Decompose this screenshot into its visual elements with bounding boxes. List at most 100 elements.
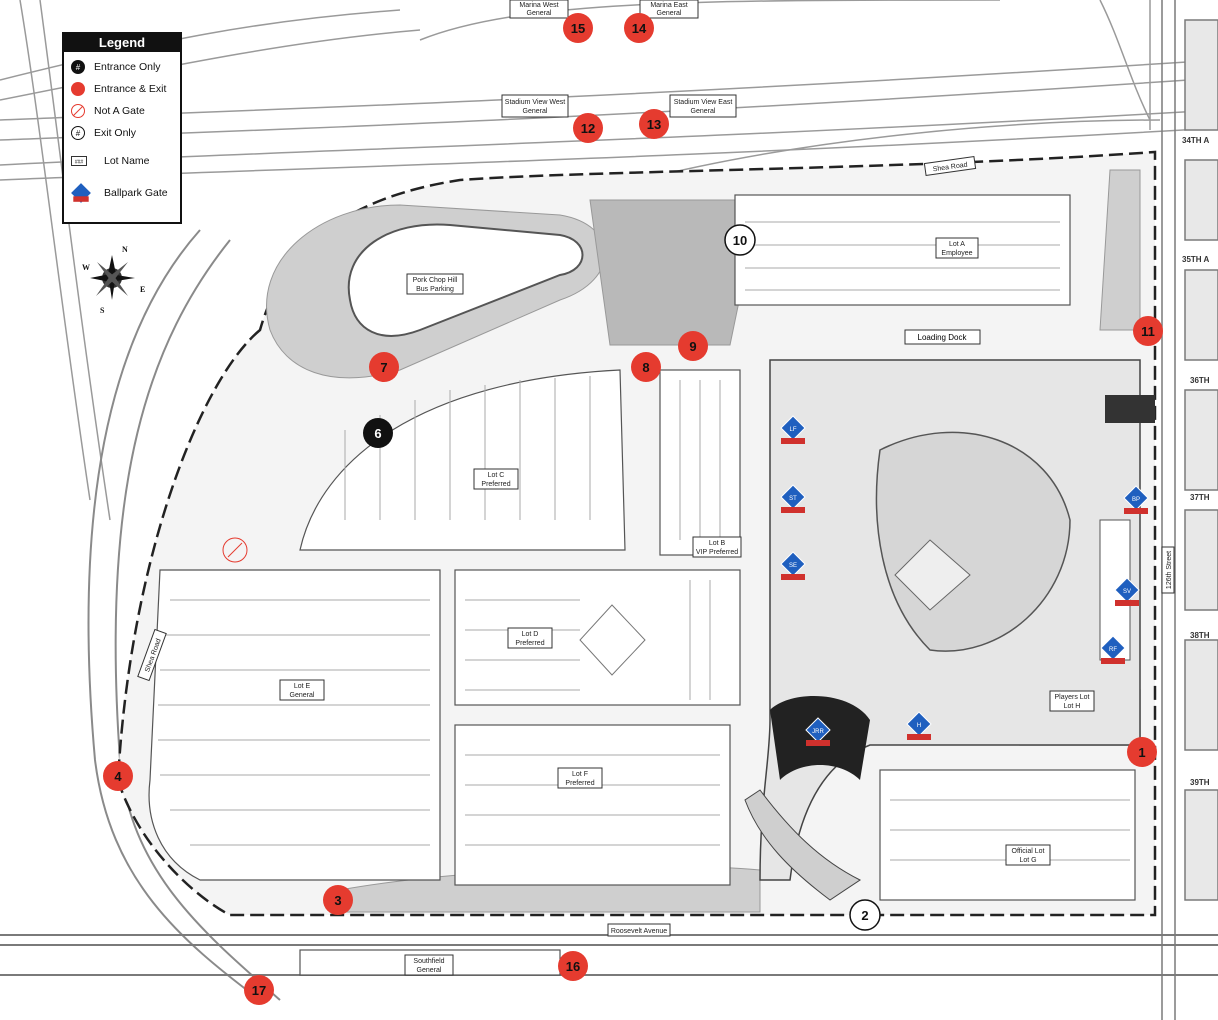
gate-number: 15 xyxy=(571,21,585,36)
pork-chop-hill-loop xyxy=(347,223,584,337)
gate-marker-3: 3 xyxy=(323,885,353,915)
lot-sub: Lot H xyxy=(1064,703,1081,710)
lot-name: Official Lot xyxy=(1012,848,1045,855)
compass-north: N xyxy=(122,245,128,254)
legend-item-ballpark-gate: Ballpark Gate xyxy=(64,182,182,204)
ballpark-gate-abbr: ST xyxy=(789,496,797,502)
lot-name: Lot B xyxy=(709,540,726,547)
shea-road-west xyxy=(87,229,281,1001)
gate-marker-15: 15 xyxy=(563,13,593,43)
lot-sub: Lot G xyxy=(1019,857,1036,864)
legend-label: Ballpark Gate xyxy=(104,187,168,199)
gate-markers: 1 2 3 4 6 7 8 9 10 11 12 13 14 15 16 17 xyxy=(103,13,1163,1005)
loading-dock-label: Loading Dock xyxy=(918,333,968,342)
lot-sub: General xyxy=(527,10,552,17)
lot-sub: General xyxy=(417,967,442,974)
not-a-gate-marker xyxy=(222,537,248,563)
gate-marker-9: 9 xyxy=(678,331,708,361)
gate-number: 17 xyxy=(252,983,266,998)
gate-number: 11 xyxy=(1141,324,1155,339)
gate-number: 13 xyxy=(647,117,661,132)
ballpark-gate-marker: RF xyxy=(1100,635,1126,664)
gate-number: 8 xyxy=(642,360,649,375)
lot-name: Lot E xyxy=(294,683,311,690)
gate-marker-2: 2 xyxy=(849,899,881,931)
gate-number: 6 xyxy=(374,426,381,441)
legend-symbol-text: # xyxy=(76,129,81,138)
ballpark-gate-abbr: BP xyxy=(1132,497,1140,503)
gate-marker-1: 1 xyxy=(1127,737,1157,767)
gate-number: 10 xyxy=(733,233,747,248)
lot-sub: Preferred xyxy=(515,640,544,647)
gate-marker-8: 8 xyxy=(631,352,661,382)
gate-marker-17: 17 xyxy=(244,975,274,1005)
legend-item-entrance-exit: Entrance & Exit xyxy=(64,78,182,100)
lot-name: Southfield xyxy=(413,958,444,965)
lot-name: Marina East xyxy=(650,2,687,9)
ballpark-gate-abbr: RF xyxy=(1109,647,1117,653)
gate-marker-11: 11 xyxy=(1133,316,1163,346)
gate-number: 14 xyxy=(632,21,647,36)
ballpark-gate-abbr: H xyxy=(917,723,921,729)
ballpark-gate-marker: LF xyxy=(780,415,806,444)
gate-marker-14: 14 xyxy=(624,13,654,43)
ballpark-gate-marker: H xyxy=(906,711,932,740)
lot-sub: Employee xyxy=(941,250,972,257)
lot-sub: General xyxy=(523,108,548,115)
street-label: 34TH A xyxy=(1182,136,1209,145)
lot-name: Players Lot xyxy=(1054,694,1089,701)
ballpark-gates: LF ST SE JRR H BP SV xyxy=(780,415,1149,746)
street-label: 37TH xyxy=(1190,493,1210,502)
legend-label: Lot Name xyxy=(104,155,150,167)
legend-label: Exit Only xyxy=(94,127,137,139)
lot-sub: General xyxy=(657,10,682,17)
lot-sub: Bus Parking xyxy=(416,286,454,293)
street-label: 35TH A xyxy=(1182,255,1209,264)
lot-name-icon: ### xyxy=(71,156,87,166)
legend-item-lot-name: ### Lot Name xyxy=(64,150,182,172)
street-label: 39TH xyxy=(1190,778,1210,787)
compass-rose: N E S W xyxy=(82,245,145,315)
street-label: 36TH xyxy=(1190,376,1210,385)
gate-marker-16: 16 xyxy=(558,951,588,981)
lot-sub: Preferred xyxy=(481,481,510,488)
legend-symbol-text: # xyxy=(76,63,81,72)
lot-name: Lot C xyxy=(488,472,505,479)
gate-number: 3 xyxy=(334,893,341,908)
ballpark-gate-marker: BP xyxy=(1123,485,1149,514)
shea-road-label: Shea Road xyxy=(932,162,968,174)
gate-number: 4 xyxy=(114,769,122,784)
ballpark-gate-marker: SV xyxy=(1114,577,1140,606)
ballpark-gate-icon xyxy=(71,183,91,203)
lot-name: Lot A xyxy=(949,241,965,248)
gate-number: 16 xyxy=(566,959,580,974)
ballpark-gate-abbr: SE xyxy=(789,563,797,569)
street-label: 38TH xyxy=(1190,631,1210,640)
exit-only-icon: # xyxy=(71,126,85,140)
gate-marker-12: 12 xyxy=(573,113,603,143)
lot-name: Pork Chop Hill xyxy=(413,277,458,284)
legend-label: Entrance Only xyxy=(94,61,161,73)
roosevelt-avenue-label: Roosevelt Avenue xyxy=(611,928,667,935)
compass-west: W xyxy=(82,263,90,272)
legend-label: Entrance & Exit xyxy=(94,83,167,95)
legend-title: Legend xyxy=(64,34,180,52)
gate-marker-10: 10 xyxy=(724,224,756,256)
gate-marker-13: 13 xyxy=(639,109,669,139)
lot-sub: General xyxy=(691,108,716,115)
lot-sub: VIP Preferred xyxy=(696,549,738,556)
stadium xyxy=(744,359,1155,901)
parking-lots xyxy=(148,194,1141,976)
lot-name: Stadium View East xyxy=(674,99,733,106)
legend-symbol-text: ### xyxy=(75,160,84,166)
parking-stall-rows xyxy=(158,221,1130,861)
east-streets xyxy=(1161,0,1218,1020)
legend-item-entrance-only: # Entrance Only xyxy=(64,56,182,78)
gate-number: 9 xyxy=(689,339,696,354)
ballpark-gate-abbr: SV xyxy=(1123,589,1131,595)
entrance-exit-icon xyxy=(71,82,85,96)
lot-name: Lot F xyxy=(572,771,588,778)
compass-south: S xyxy=(100,306,105,315)
lot-name: Lot D xyxy=(522,631,539,638)
